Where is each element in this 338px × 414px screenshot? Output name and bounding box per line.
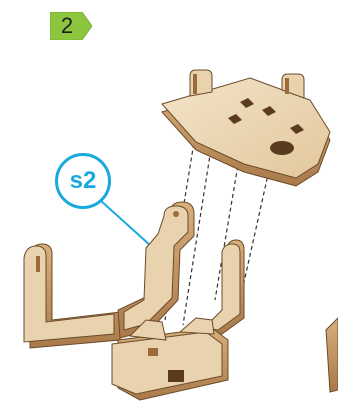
- left-bracket: [24, 244, 120, 348]
- s2-bracket: [118, 202, 194, 338]
- partial-part-edge: [326, 318, 338, 392]
- part-callout-label: s2: [58, 156, 108, 206]
- top-plate: [162, 70, 330, 186]
- part-callout: s2: [55, 153, 111, 209]
